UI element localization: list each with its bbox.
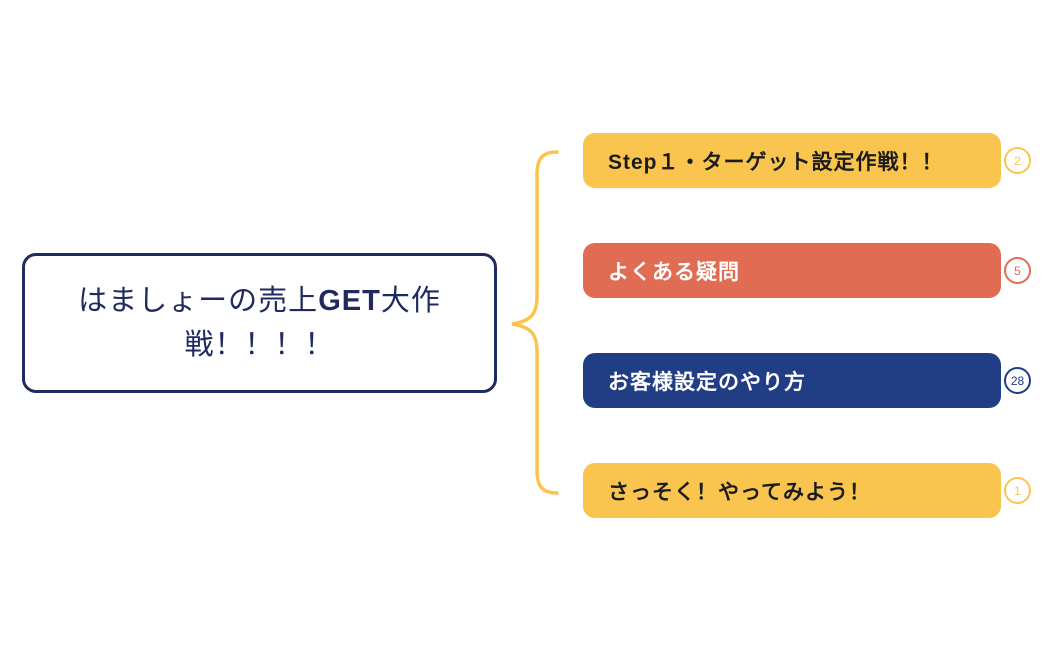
brace-path <box>511 150 559 495</box>
branch-node-lets-try[interactable]: さっそく！やってみよう！ <box>583 463 1001 518</box>
brace-connector <box>511 150 559 495</box>
branch-node-customer-setup[interactable]: お客様設定のやり方 <box>583 353 1001 408</box>
branch-label: さっそく！やってみよう！ <box>608 480 871 504</box>
center-node-title-line1: はましょーの売上GET大作 <box>78 285 441 317</box>
branch-row: さっそく！やってみよう！ 1 <box>583 463 1049 518</box>
center-node[interactable]: はましょーの売上GET大作 戦！！！！ <box>22 253 497 393</box>
branch-node-step1-target[interactable]: Step１・ターゲット設定作戦！！ <box>583 133 1001 188</box>
branch-count-badge[interactable]: 28 <box>1004 367 1031 394</box>
branch-label: よくある疑問 <box>608 260 740 284</box>
branch-count-badge[interactable]: 1 <box>1004 477 1031 504</box>
branch-count-badge[interactable]: 5 <box>1004 257 1031 284</box>
branch-row: よくある疑問 5 <box>583 243 1049 298</box>
branch-label: お客様設定のやり方 <box>608 370 806 394</box>
branch-label: Step１・ターゲット設定作戦！！ <box>608 150 944 174</box>
center-node-title-line2: 戦！！！！ <box>184 329 335 361</box>
branch-row: Step１・ターゲット設定作戦！！ 2 <box>583 133 1049 188</box>
branch-row: お客様設定のやり方 28 <box>583 353 1049 408</box>
branch-count-badge[interactable]: 2 <box>1004 147 1031 174</box>
branch-node-faq[interactable]: よくある疑問 <box>583 243 1001 298</box>
